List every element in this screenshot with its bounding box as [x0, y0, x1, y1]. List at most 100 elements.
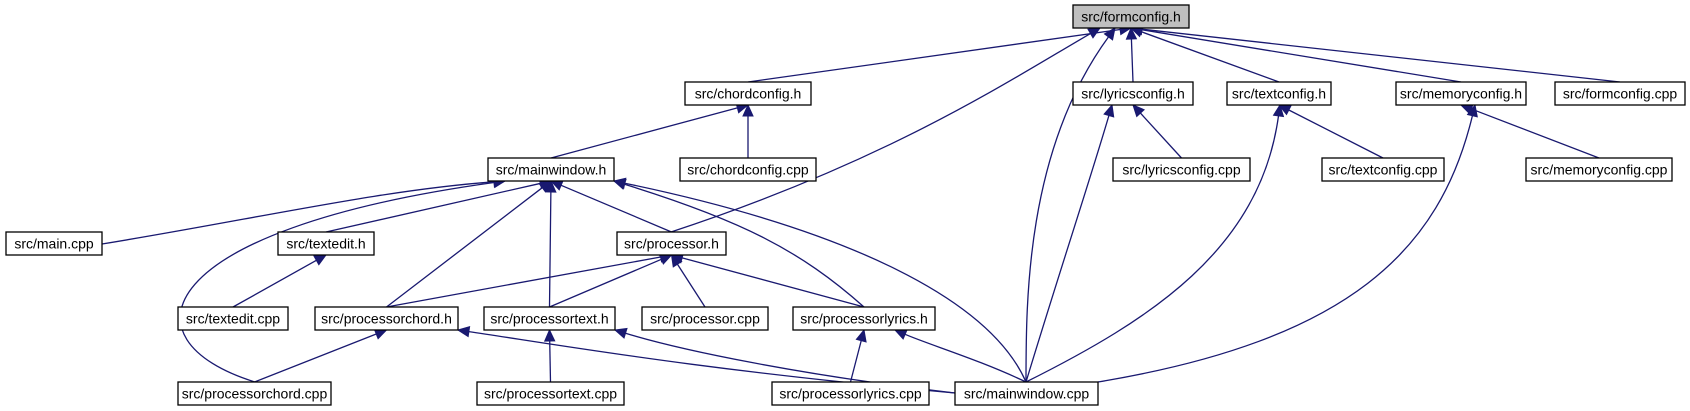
arrow-head-icon: [742, 103, 754, 117]
node-label: src/processorchord.h: [321, 311, 452, 327]
node-box: [1112, 157, 1251, 182]
edge-line: [1097, 115, 1474, 383]
edge-mainwindow-cpp-to-memoryconfig-h: [1097, 103, 1478, 383]
node-formconfig-h[interactable]: src/formconfig.h: [1072, 4, 1190, 29]
edge-processor-h-to-mainwindow-h: [549, 180, 672, 233]
node-box: [1072, 4, 1190, 29]
edge-line: [1141, 29, 1462, 83]
node-label: src/textedit.h: [286, 236, 365, 252]
edge-line: [386, 256, 661, 308]
node-processorchord-cpp[interactable]: src/processorchord.cpp: [177, 381, 332, 406]
edge-textedit-h-to-mainwindow-h: [325, 177, 553, 233]
edge-mainwindow-cpp-to-textconfig-h: [1025, 103, 1285, 383]
node-label: src/processortext.h: [490, 311, 608, 327]
edge-line: [549, 340, 552, 383]
arrow-head-icon: [1125, 26, 1138, 40]
arrow-head-icon: [612, 177, 627, 189]
edge-line: [101, 181, 495, 245]
edge-line: [325, 182, 541, 233]
node-label: src/processor.h: [624, 236, 719, 252]
node-textconfig-cpp[interactable]: src/textconfig.cpp: [1321, 157, 1445, 182]
edge-chordconfig-h-to-formconfig-h: [747, 23, 1133, 83]
node-main-cpp[interactable]: src/main.cpp: [5, 231, 103, 256]
edge-line: [1130, 38, 1134, 83]
node-chordconfig-cpp[interactable]: src/chordconfig.cpp: [679, 157, 817, 182]
edge-line: [1471, 108, 1600, 159]
node-label: src/chordconfig.cpp: [687, 162, 809, 178]
node-box: [1321, 157, 1445, 182]
edge-line: [1139, 112, 1182, 159]
node-lyricsconfig-cpp[interactable]: src/lyricsconfig.cpp: [1112, 157, 1251, 182]
node-chordconfig-h[interactable]: src/chordconfig.h: [684, 81, 812, 106]
node-box: [483, 306, 616, 331]
node-box: [277, 231, 375, 256]
arrow-head-icon: [855, 328, 867, 343]
node-label: src/mainwindow.cpp: [964, 386, 1089, 402]
arrow-head-icon: [613, 327, 628, 339]
node-label: src/processorchord.cpp: [182, 386, 328, 402]
edge-mainwindow-cpp-to-processorlyrics-h: [893, 329, 1027, 383]
edge-line: [670, 32, 1091, 233]
edges-layer: [101, 23, 1621, 394]
node-label: src/processorlyrics.h: [800, 311, 928, 327]
arrow-head-icon: [543, 328, 556, 342]
edge-line: [179, 181, 495, 383]
node-label: src/textconfig.cpp: [1329, 162, 1438, 178]
edge-line: [254, 333, 377, 383]
node-processortext-cpp[interactable]: src/processortext.cpp: [476, 381, 625, 406]
node-label: src/lyricsconfig.cpp: [1122, 162, 1240, 178]
edge-textedit-cpp-to-textedit-h: [232, 254, 328, 308]
node-box: [177, 381, 332, 406]
node-label: src/formconfig.cpp: [1563, 86, 1678, 102]
node-lyricsconfig-h[interactable]: src/lyricsconfig.h: [1072, 81, 1194, 106]
edge-lyricsconfig-h-to-formconfig-h: [1125, 26, 1138, 83]
edge-line: [560, 184, 672, 233]
edge-line: [1141, 28, 1621, 83]
node-processor-h[interactable]: src/processor.h: [616, 231, 727, 256]
node-label: src/processorlyrics.cpp: [779, 386, 922, 402]
node-box: [1525, 157, 1673, 182]
edge-processorchord-cpp-to-processorchord-h: [254, 328, 388, 383]
edge-mainwindow-cpp-to-mainwindow-h: [612, 177, 1027, 383]
node-label: src/processor.cpp: [650, 311, 760, 327]
node-box: [1226, 81, 1332, 106]
node-processor-cpp[interactable]: src/processor.cpp: [641, 306, 769, 331]
node-label: src/main.cpp: [14, 236, 94, 252]
node-label: src/chordconfig.h: [695, 86, 802, 102]
edge-line: [1141, 31, 1280, 83]
arrow-head-icon: [1132, 104, 1146, 118]
arrow-head-icon: [373, 328, 388, 340]
node-formconfig-cpp[interactable]: src/formconfig.cpp: [1554, 81, 1686, 106]
node-processorlyrics-h[interactable]: src/processorlyrics.h: [792, 306, 936, 331]
node-box: [5, 231, 103, 256]
edge-line: [681, 257, 865, 308]
node-processorchord-h[interactable]: src/processorchord.h: [314, 306, 459, 331]
node-box: [1395, 81, 1527, 106]
node-box: [616, 231, 727, 256]
edge-line: [549, 258, 662, 308]
node-textconfig-h[interactable]: src/textconfig.h: [1226, 81, 1332, 106]
node-box: [954, 381, 1099, 406]
node-box: [679, 157, 817, 182]
arrow-head-icon: [456, 325, 471, 338]
node-box: [1554, 81, 1686, 106]
node-memoryconfig-cpp[interactable]: src/memoryconfig.cpp: [1525, 157, 1673, 182]
edge-line: [624, 182, 1027, 383]
node-textedit-cpp[interactable]: src/textedit.cpp: [177, 306, 289, 331]
node-processortext-h[interactable]: src/processortext.h: [483, 306, 616, 331]
arrow-head-icon: [313, 254, 328, 266]
edge-line: [232, 259, 317, 308]
node-mainwindow-h[interactable]: src/mainwindow.h: [487, 157, 615, 182]
edge-line: [1288, 109, 1384, 159]
node-memoryconfig-h[interactable]: src/memoryconfig.h: [1395, 81, 1527, 106]
node-box: [641, 306, 769, 331]
node-label: src/memoryconfig.cpp: [1531, 162, 1668, 178]
node-processorlyrics-cpp[interactable]: src/processorlyrics.cpp: [771, 381, 930, 406]
edge-textconfig-cpp-to-textconfig-h: [1277, 104, 1384, 159]
node-mainwindow-cpp[interactable]: src/mainwindow.cpp: [954, 381, 1099, 406]
edge-mainwindow-cpp-to-lyricsconfig-h: [1025, 103, 1115, 383]
node-textedit-h[interactable]: src/textedit.h: [277, 231, 375, 256]
arrow-head-icon: [893, 329, 908, 340]
edge-textconfig-h-to-formconfig-h: [1129, 26, 1280, 83]
